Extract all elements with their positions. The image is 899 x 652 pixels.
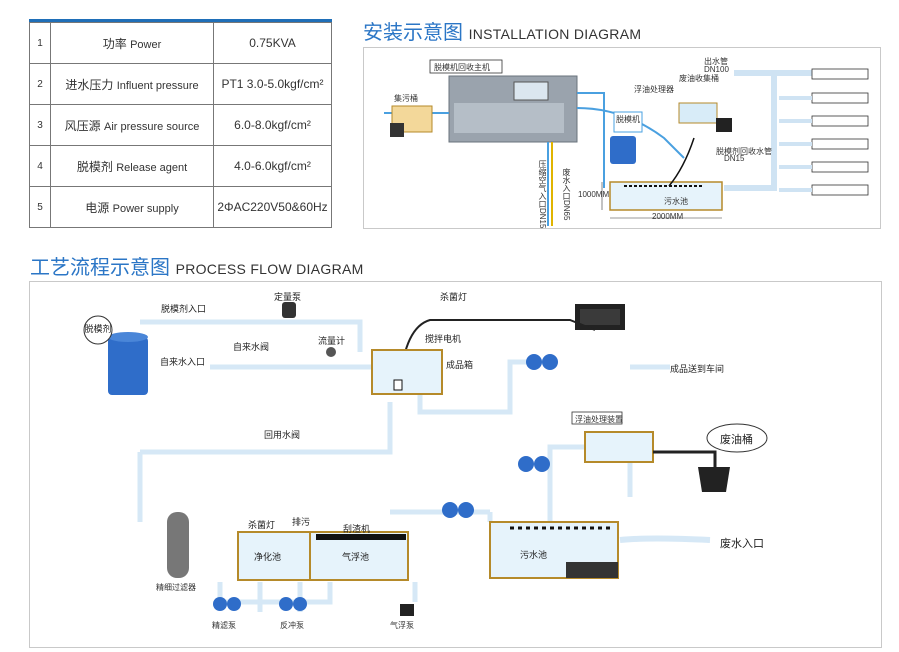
spec-name-cn: 进水压力: [65, 77, 114, 92]
spec-value: 0.75KVA: [213, 22, 332, 64]
spec-index: 3: [29, 104, 51, 146]
spec-name-en: Release agent: [116, 161, 188, 174]
proc-metering-pump-label: 定量泵: [274, 292, 302, 302]
proc-skimmer-label: 刮渣机: [343, 524, 371, 534]
proc-precision-filter-label: 精细过滤器: [156, 583, 196, 592]
spec-name-en: Air pressure source: [103, 120, 200, 133]
proc-stir-motor-label: 搅拌电机: [425, 334, 462, 344]
process-title: 工艺流程示意图 PROCESS FLOW DIAGRAM: [30, 251, 364, 280]
spec-name: 进水压力 Influent pressure: [50, 63, 214, 105]
installation-title-cn: 安装示意图: [363, 22, 463, 44]
proc-sewage-pool-label: 污水池: [520, 550, 548, 560]
proc-release-agent-label: 脱模剂: [84, 324, 112, 334]
table-top-rule: [29, 19, 332, 22]
spec-index: 2: [29, 63, 51, 105]
process-title-cn: 工艺流程示意图: [30, 257, 170, 279]
inst-sewage-pool-label: 污水池: [664, 197, 688, 206]
inst-outlet-dn-label: DN100: [704, 65, 729, 74]
inst-outlet-pipe-label: 出水管: [704, 57, 728, 66]
spec-name: 脱模剂 Release agent: [50, 145, 214, 187]
spec-value: 2ΦAC220V50&60Hz: [213, 186, 332, 228]
inst-main-machine-label: 脱模机回收主机: [434, 63, 490, 72]
proc-uv-lamp2-label: 杀菌灯: [248, 520, 276, 530]
proc-oil-device-label: 浮油处理装置: [575, 415, 623, 424]
inst-width-label: 2000MM: [652, 212, 684, 221]
process-title-en: PROCESS FLOW DIAGRAM: [175, 261, 364, 277]
spec-value: 4.0-6.0kgf/cm²: [213, 145, 332, 187]
inst-height-label: 1000MM: [578, 190, 610, 199]
installation-diagram: 脱模机回收主机 集污桶 脱模机 浮油处理器 废油收集桶 出水管 DN100 脱模…: [363, 47, 881, 229]
spec-index: 1: [29, 22, 51, 64]
proc-uv-lamp-label: 杀菌灯: [440, 292, 468, 302]
proc-tap-valve-label: 自来水阀: [233, 342, 270, 352]
process-diagram: 脱模剂 脱模剂入口 定量泵 自来水入口 自来水阀 流量计 杀菌灯 搅拌电机 成品…: [29, 281, 882, 648]
spec-index: 4: [29, 145, 51, 187]
proc-filter-pump-label: 精滤泵: [212, 621, 236, 630]
spec-value: PT1 3.0-5.0kgf/cm²: [213, 63, 332, 105]
proc-air-float-pool-label: 气浮池: [342, 552, 370, 562]
spec-name-cn: 电源: [85, 200, 110, 215]
proc-flowmeter-label: 流量计: [318, 336, 346, 346]
proc-backflush-valve-label: 回用水阀: [264, 430, 301, 440]
inst-water-tank-label: 集污桶: [394, 94, 418, 103]
proc-backwash-pump-label: 反冲泵: [280, 621, 304, 630]
inst-release-machine-label: 脱模机: [616, 115, 640, 124]
proc-air-float-pump-label: 气浮泵: [390, 621, 414, 630]
spec-name-en: Power: [130, 38, 162, 51]
proc-tap-water-inlet-label: 自来水入口: [160, 357, 206, 367]
proc-release-inlet-label: 脱模剂入口: [161, 304, 207, 314]
proc-product-tank-label: 成品箱: [446, 360, 474, 370]
installation-title-en: INSTALLATION DIAGRAM: [468, 26, 642, 42]
spec-name-en: Power supply: [112, 202, 179, 215]
proc-drain-label: 排污: [292, 517, 311, 527]
spec-name-cn: 功率: [102, 36, 127, 51]
inst-waste-oil-label: 废油收集桶: [679, 74, 719, 83]
spec-index: 5: [29, 186, 51, 228]
inst-return-pipe-label: 脱模剂回收水管: [716, 147, 772, 156]
spec-value: 6.0-8.0kgf/cm²: [213, 104, 332, 146]
spec-name-en: Influent pressure: [116, 79, 199, 92]
installation-diagram-drawing: [384, 59, 869, 226]
inst-air-inlet-label: 压缩空气入口DN15: [538, 160, 547, 229]
proc-clean-pool-label: 净化池: [254, 552, 282, 562]
installation-title: 安装示意图 INSTALLATION DIAGRAM: [363, 16, 641, 45]
process-diagram-drawing: [83, 302, 768, 616]
spec-name: 风压源 Air pressure source: [50, 104, 214, 146]
inst-oil-separator-label: 浮油处理器: [634, 85, 674, 94]
inst-return-dn-label: DN15: [724, 154, 745, 163]
proc-waste-inlet-label: 废水入口: [720, 538, 764, 550]
spec-name-cn: 脱模剂: [76, 159, 113, 174]
spec-name: 电源 Power supply: [50, 186, 214, 228]
proc-to-workshop-label: 成品送到车间: [670, 364, 725, 374]
spec-name: 功率 Power: [50, 22, 214, 64]
proc-waste-oil-label: 废油桶: [720, 434, 753, 446]
inst-inlet-label: 废水入口DN65: [562, 168, 571, 221]
spec-name-cn: 风压源: [64, 118, 101, 133]
